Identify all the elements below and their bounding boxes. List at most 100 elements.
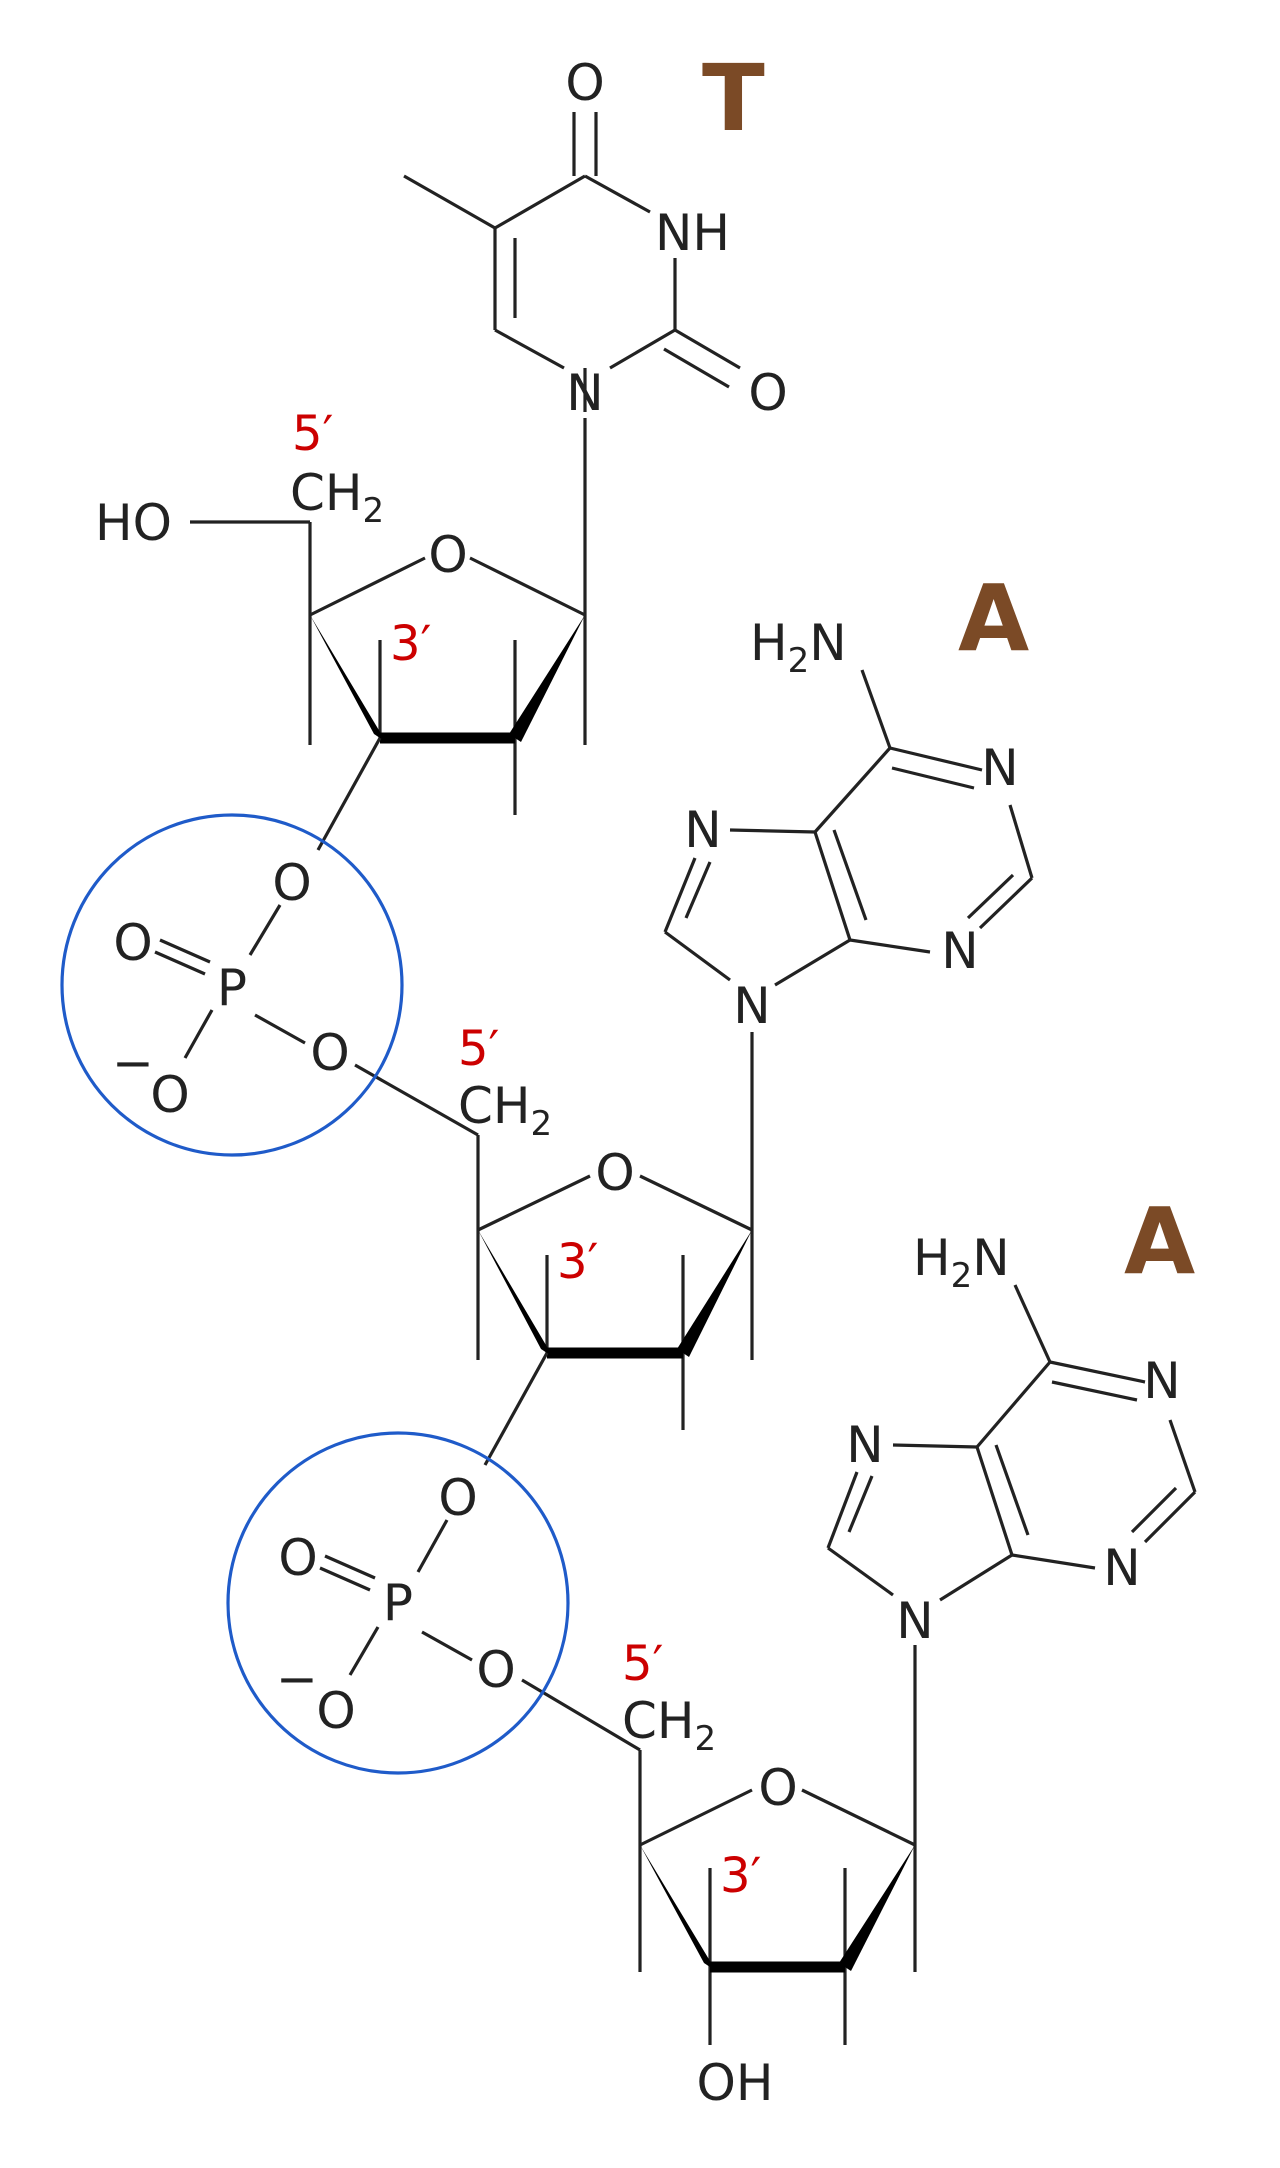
charge-label: −	[112, 1034, 154, 1092]
ch2-group: CH2	[458, 1077, 552, 1144]
three-prime-label: 3′	[720, 1848, 761, 1904]
bond	[889, 746, 983, 772]
bond	[316, 737, 382, 851]
atom-label: O	[758, 1759, 797, 1817]
bond	[1049, 1360, 1146, 1384]
bond	[483, 1352, 549, 1466]
atom-label: NH	[655, 204, 730, 262]
atom-label: O	[113, 914, 152, 972]
hydroxyl-label: HO	[95, 494, 172, 552]
phosphate-group-circle	[226, 1431, 570, 1775]
bond	[832, 829, 868, 921]
atom-label: O	[272, 854, 311, 912]
bond	[403, 174, 496, 230]
atom-label: H2N	[750, 614, 847, 681]
bond	[584, 174, 651, 214]
atom-label: O	[748, 364, 787, 422]
atom-label: P	[217, 959, 247, 1017]
bond	[154, 950, 206, 976]
bond	[813, 831, 852, 941]
bond	[639, 1174, 753, 1232]
bond	[966, 873, 1015, 920]
bond	[729, 828, 816, 834]
charge-label: −	[276, 1650, 318, 1708]
atom-label: N	[733, 977, 770, 1035]
five-prime-label: 5′	[622, 1636, 663, 1692]
bond	[248, 904, 282, 956]
ch2-group: CH2	[290, 464, 384, 531]
three-prime-label: 3′	[557, 1234, 598, 1290]
atom-label: N	[981, 739, 1018, 797]
bond	[774, 938, 851, 987]
ch2-group: CH2	[622, 1692, 716, 1759]
five-prime-label: 5′	[292, 406, 333, 462]
bond	[609, 328, 676, 370]
bond	[416, 1519, 449, 1573]
bond	[159, 938, 211, 964]
five-prime-label: 5′	[458, 1021, 499, 1077]
wedge-bond	[509, 615, 585, 742]
atom-label: N	[896, 1592, 933, 1650]
bond	[1130, 1486, 1178, 1534]
atom-label: O	[316, 1682, 355, 1740]
atom-label: O	[476, 1641, 515, 1699]
bond	[664, 930, 731, 982]
bond	[975, 1446, 1014, 1556]
bond	[663, 857, 697, 933]
phosphate-group-circle	[60, 813, 404, 1157]
bond	[1008, 804, 1034, 879]
bond	[421, 1630, 473, 1662]
atom-label: CH2	[458, 1077, 552, 1144]
bond	[978, 876, 1034, 930]
amino-group: H2N	[750, 614, 847, 681]
bond	[1013, 1284, 1052, 1363]
atom-label: O	[438, 1469, 477, 1527]
bond	[975, 1360, 1052, 1449]
base-letter-adenine: A	[958, 565, 1029, 672]
atom-label: O	[278, 1529, 317, 1587]
wedge-bond	[478, 1230, 553, 1357]
bond	[847, 1475, 874, 1533]
three-prime-label: 3′	[390, 616, 431, 672]
hydroxyl-label: OH	[697, 2054, 774, 2112]
bond	[892, 1443, 978, 1449]
wedge-bond	[310, 615, 386, 742]
amino-group: H2N	[913, 1229, 1010, 1296]
bond	[663, 347, 730, 389]
wedge-bond	[677, 1230, 752, 1357]
bond	[849, 938, 931, 954]
atom-label: P	[383, 1574, 413, 1632]
atom-label: CH2	[290, 464, 384, 531]
bond	[183, 1009, 214, 1059]
bond	[309, 556, 426, 617]
bond	[891, 766, 975, 790]
atom-label: N	[1143, 1352, 1180, 1410]
bonds	[154, 112, 1197, 2045]
atom-label: CH2	[622, 1692, 716, 1759]
bond	[860, 669, 892, 749]
bond	[1168, 1419, 1197, 1493]
atom-label: N	[846, 1416, 883, 1474]
bond	[684, 861, 712, 919]
bond	[319, 1566, 371, 1592]
bond	[1011, 1553, 1096, 1570]
atom-label: N	[1103, 1539, 1140, 1597]
bond	[477, 1174, 591, 1232]
bond	[254, 1013, 306, 1045]
bond	[813, 746, 892, 834]
atom-label: N	[566, 364, 603, 422]
bond	[826, 1471, 859, 1549]
bond	[1143, 1490, 1197, 1544]
bond	[469, 556, 586, 617]
atom-label: O	[150, 1066, 189, 1124]
atom-label: O	[310, 1024, 349, 1082]
atom-label: O	[428, 526, 467, 584]
bond	[639, 1788, 753, 1847]
wedge-bond	[640, 1845, 716, 1971]
bond	[939, 1553, 1013, 1602]
base-letter-thymine: T	[702, 45, 765, 152]
atom-label: O	[565, 54, 604, 112]
atom-label: N	[941, 922, 978, 980]
bond	[674, 328, 741, 370]
bond	[324, 1554, 376, 1580]
